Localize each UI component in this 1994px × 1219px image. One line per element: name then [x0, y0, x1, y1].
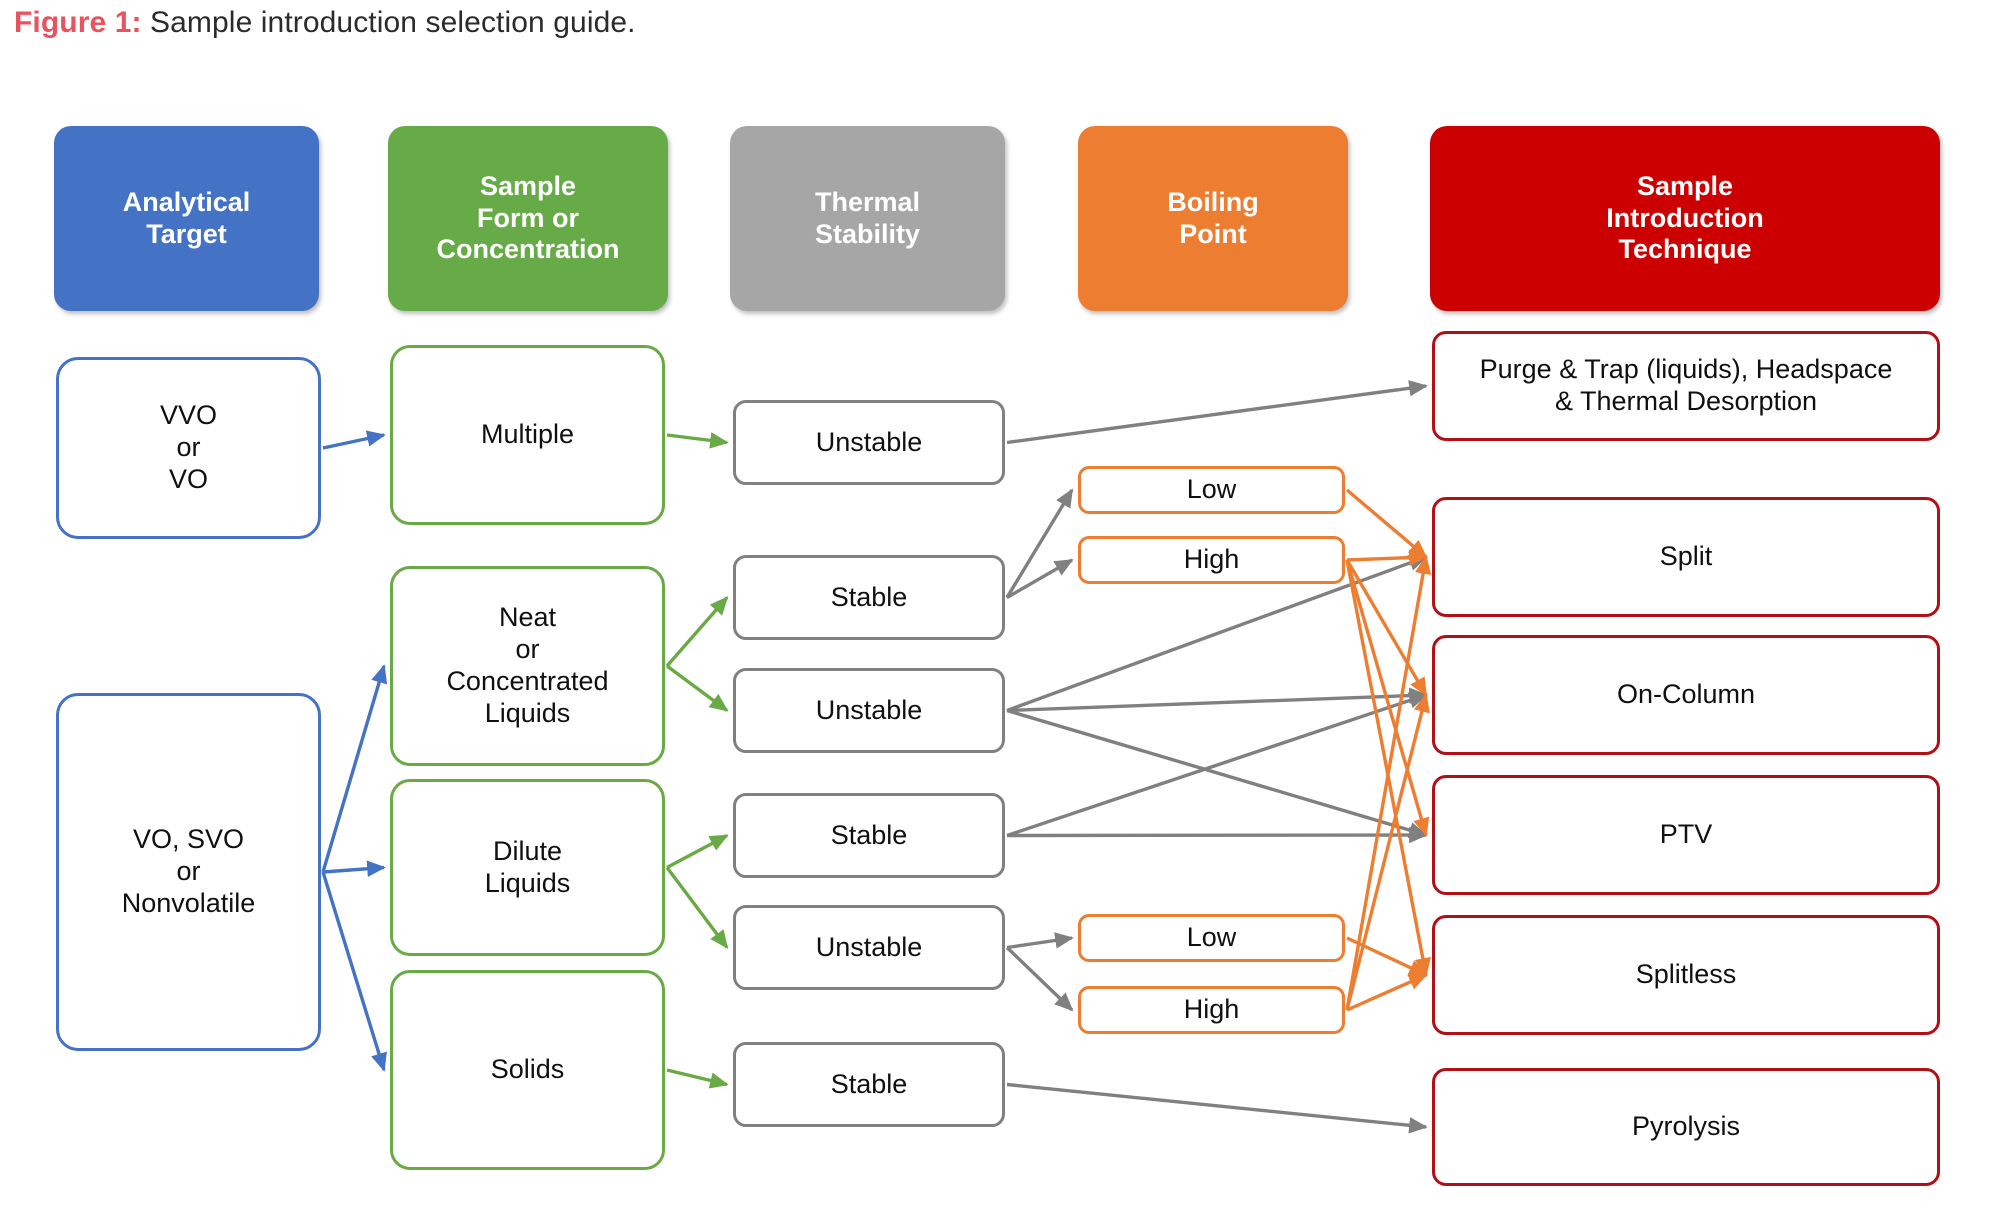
connector-stability-5-to-bp-low-2: [1006, 932, 1074, 950]
connector-bp-high-2-to-splitless: [1346, 973, 1428, 1012]
connector-vo-svo-nonvolatile-to-solids: [321, 871, 387, 1072]
node-ptv[interactable]: PTV: [1432, 775, 1940, 895]
connector-bp-high-1-to-ptv: [1345, 559, 1430, 837]
node-label: On-Column: [1616, 679, 1756, 710]
node-label: Stable: [830, 819, 908, 850]
node-label: High: [1183, 994, 1240, 1025]
connector-bp-low-2-to-splitless: [1346, 936, 1428, 977]
node-boiling-point-high-2[interactable]: High: [1078, 986, 1345, 1034]
node-label: Pyrolysis: [1631, 1111, 1740, 1142]
node-thermal-stability-6[interactable]: Stable: [733, 1042, 1005, 1127]
connector-vo-svo-nonvolatile-to-neat-concentrated: [321, 664, 388, 873]
node-label: Solids: [490, 1054, 565, 1085]
figure-caption: Figure 1: Sample introduction selection …: [14, 6, 636, 40]
node-solids[interactable]: Solids: [390, 970, 665, 1170]
node-label: Low: [1186, 474, 1237, 505]
connector-bp-high-2-to-split: [1345, 555, 1432, 1011]
node-thermal-stability-2[interactable]: Stable: [733, 555, 1005, 640]
node-multiple[interactable]: Multiple: [390, 345, 665, 525]
node-label: Unstable: [815, 931, 923, 962]
node-splitless[interactable]: Splitless: [1432, 915, 1940, 1035]
node-label: Splitless: [1635, 959, 1737, 990]
node-label: Unstable: [815, 426, 923, 457]
node-pyrolysis[interactable]: Pyrolysis: [1432, 1068, 1940, 1186]
connector-solids-to-stability-6: [666, 1068, 729, 1089]
connector-stability-5-to-bp-high-2: [1005, 946, 1074, 1012]
connector-bp-high-1-to-on-column: [1345, 559, 1428, 697]
node-label: PTV: [1659, 819, 1713, 850]
figure-caption-text: Sample introduction selection guide.: [141, 6, 636, 39]
node-on-column[interactable]: On-Column: [1432, 635, 1940, 755]
figure-number: Figure 1:: [14, 6, 142, 39]
connector-stability-2-to-bp-low-1: [1005, 488, 1074, 599]
node-thermal-stability-5[interactable]: Unstable: [733, 905, 1005, 990]
connector-stability-4-to-ptv: [1006, 826, 1428, 844]
node-label: Low: [1186, 922, 1237, 953]
connector-bp-high-1-to-split: [1346, 549, 1428, 566]
node-boiling-point-low-2[interactable]: Low: [1078, 914, 1345, 962]
node-thermal-stability-3[interactable]: Unstable: [733, 668, 1005, 753]
connector-dilute-liquids-to-stability-4: [666, 834, 729, 869]
connector-vvo-or-vo-to-multiple: [322, 430, 386, 450]
connector-stability-2-to-bp-high-1: [1006, 558, 1074, 599]
node-label: High: [1183, 544, 1240, 575]
node-label: Split: [1659, 541, 1713, 572]
connector-bp-low-1-to-split: [1345, 488, 1428, 559]
node-label: Purge & Trap (liquids), Headspace& Therm…: [1479, 354, 1893, 416]
connector-neat-concentrated-to-stability-2: [665, 596, 729, 668]
node-boiling-point-low-1[interactable]: Low: [1078, 466, 1345, 514]
connector-dilute-liquids-to-stability-5: [665, 866, 729, 949]
connector-bp-high-1-to-splitless: [1345, 559, 1431, 977]
connector-stability-3-to-on-column: [1006, 687, 1428, 713]
node-label: Unstable: [815, 694, 923, 725]
node-split[interactable]: Split: [1432, 497, 1940, 617]
node-label: Stable: [830, 1068, 908, 1099]
node-thermal-stability-1[interactable]: Unstable: [733, 400, 1005, 485]
node-boiling-point-high-1[interactable]: High: [1078, 536, 1345, 584]
connector-vo-svo-nonvolatile-to-dilute-liquids: [322, 860, 386, 877]
connector-stability-6-to-pyrolysis: [1006, 1082, 1428, 1134]
node-label: Stable: [830, 581, 908, 612]
connector-neat-concentrated-to-stability-3: [665, 664, 729, 712]
connector-bp-high-2-to-on-column: [1345, 693, 1430, 1011]
node-purge-trap[interactable]: Purge & Trap (liquids), Headspace& Therm…: [1432, 331, 1940, 441]
connector-stability-1-to-purge-trap: [1006, 380, 1428, 445]
connector-multiple-to-stability-1: [666, 432, 729, 449]
connector-stability-3-to-ptv: [1006, 708, 1428, 839]
node-label: Multiple: [480, 419, 575, 450]
connector-stability-4-to-on-column: [1006, 692, 1428, 838]
node-thermal-stability-4[interactable]: Stable: [733, 793, 1005, 878]
